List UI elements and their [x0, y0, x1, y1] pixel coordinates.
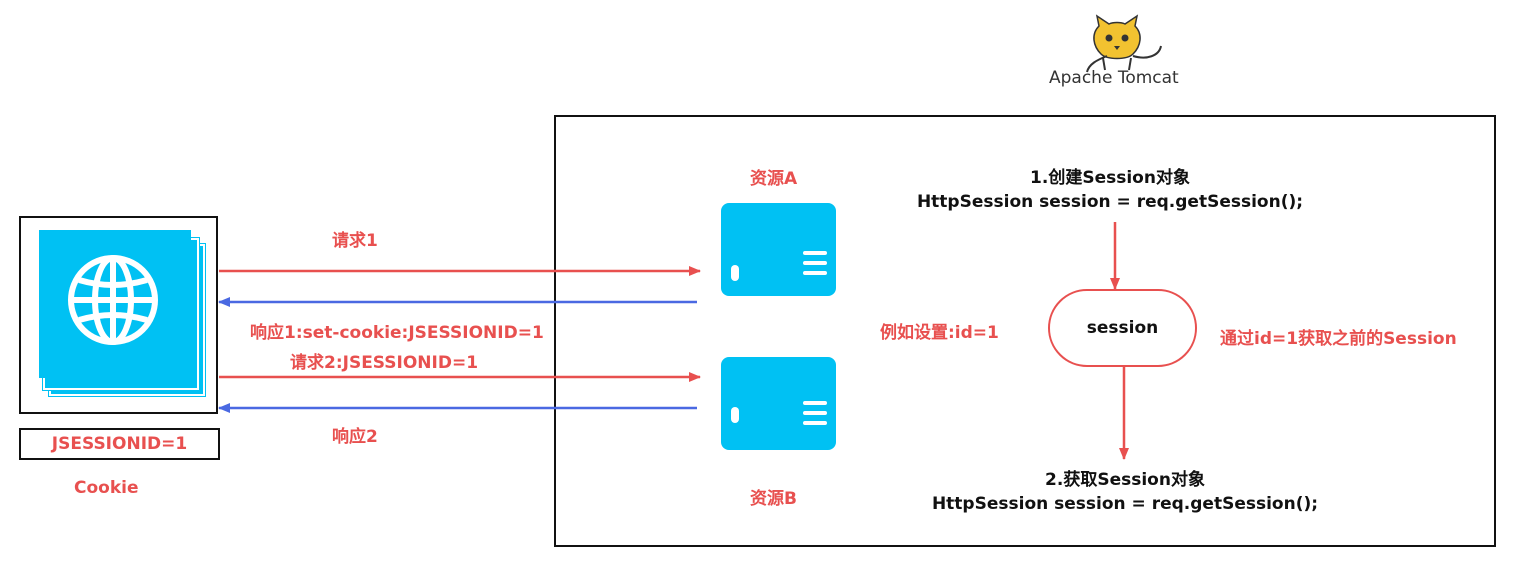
resource-a-server-icon: [721, 203, 836, 296]
step1-block: 1.创建Session对象 HttpSession session = req.…: [900, 166, 1320, 214]
set-id-note: 例如设置:id=1: [880, 323, 999, 343]
request1-label: 请求1: [332, 231, 378, 251]
resource-b-label: 资源B: [750, 489, 797, 509]
cookie-value-box: JSESSIONID=1: [19, 428, 220, 460]
step2-code: HttpSession session = req.getSession();: [931, 494, 1319, 514]
browser-page-front: [39, 230, 191, 378]
cookie-value: JSESSIONID=1: [51, 434, 188, 454]
session-node: session: [1048, 289, 1197, 367]
step1-title: 1.创建Session对象: [1030, 168, 1190, 188]
globe-icon: [68, 255, 158, 345]
tomcat-logo-text: Apache Tomcat: [1049, 68, 1179, 88]
response2-label: 响应2: [332, 427, 378, 447]
tomcat-cat-icon: [1086, 14, 1162, 73]
resource-b-server-icon: [721, 357, 836, 450]
step2-title: 2.获取Session对象: [1045, 470, 1205, 490]
response1-label: 响应1:set-cookie:JSESSIONID=1: [250, 323, 544, 343]
browser-window: [19, 216, 218, 414]
lookup-note: 通过id=1获取之前的Session: [1220, 329, 1457, 349]
step2-block: 2.获取Session对象 HttpSession session = req.…: [915, 468, 1335, 516]
resource-a-label: 资源A: [750, 169, 798, 189]
tomcat-logo: Apache Tomcat: [1045, 14, 1205, 94]
request2-label: 请求2:JSESSIONID=1: [290, 353, 479, 373]
step1-code: HttpSession session = req.getSession();: [916, 192, 1304, 212]
cookie-caption: Cookie: [74, 478, 139, 498]
server-container: [554, 115, 1496, 547]
